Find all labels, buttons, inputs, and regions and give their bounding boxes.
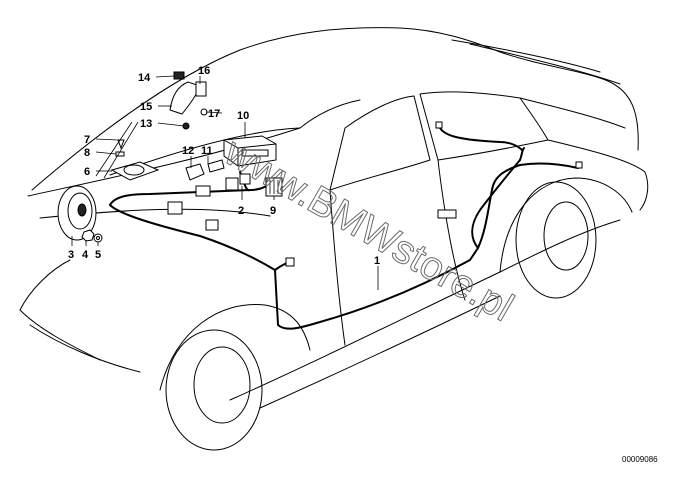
callout-17: 17 <box>208 108 220 120</box>
clip-8 <box>115 151 125 157</box>
callout-8: 8 <box>84 147 90 159</box>
callout-13: 13 <box>140 118 152 130</box>
callout-15: 15 <box>140 101 152 113</box>
callout-11: 11 <box>201 145 213 157</box>
rear-connectors <box>285 121 583 267</box>
watermark-text: www.BMWstore.pl <box>217 129 521 330</box>
callout-10: 10 <box>237 110 249 122</box>
callout-4: 4 <box>82 249 89 261</box>
amplifier-9 <box>265 177 283 197</box>
screw-7 <box>117 139 125 150</box>
diagram-code: 00009086 <box>622 455 658 464</box>
callout-1: 1 <box>374 255 380 267</box>
washer-5 <box>93 233 103 243</box>
speaker-cover-6 <box>110 161 160 181</box>
nut-4 <box>81 229 95 242</box>
callout-labels: 1 2 3 4 5 6 7 8 9 10 11 12 13 14 15 16 1… <box>68 65 380 267</box>
callout-16: 16 <box>198 65 210 77</box>
radio-unit-10 <box>223 135 277 167</box>
connectors-2 <box>167 173 251 231</box>
bracket-11-12 <box>185 159 225 181</box>
callout-3: 3 <box>68 249 74 261</box>
leader-lines <box>71 75 379 290</box>
speaker-3 <box>57 185 97 241</box>
callout-6: 6 <box>84 166 90 178</box>
car-body-outline <box>19 27 649 451</box>
tweeter-parts-13-17 <box>182 108 208 130</box>
callout-12: 12 <box>182 145 194 157</box>
speaker-cover-14-16 <box>169 71 207 115</box>
callout-2: 2 <box>238 205 244 217</box>
callout-14: 14 <box>138 72 151 84</box>
callout-7: 7 <box>84 134 90 146</box>
callout-9: 9 <box>270 205 276 217</box>
callout-5: 5 <box>95 249 101 261</box>
